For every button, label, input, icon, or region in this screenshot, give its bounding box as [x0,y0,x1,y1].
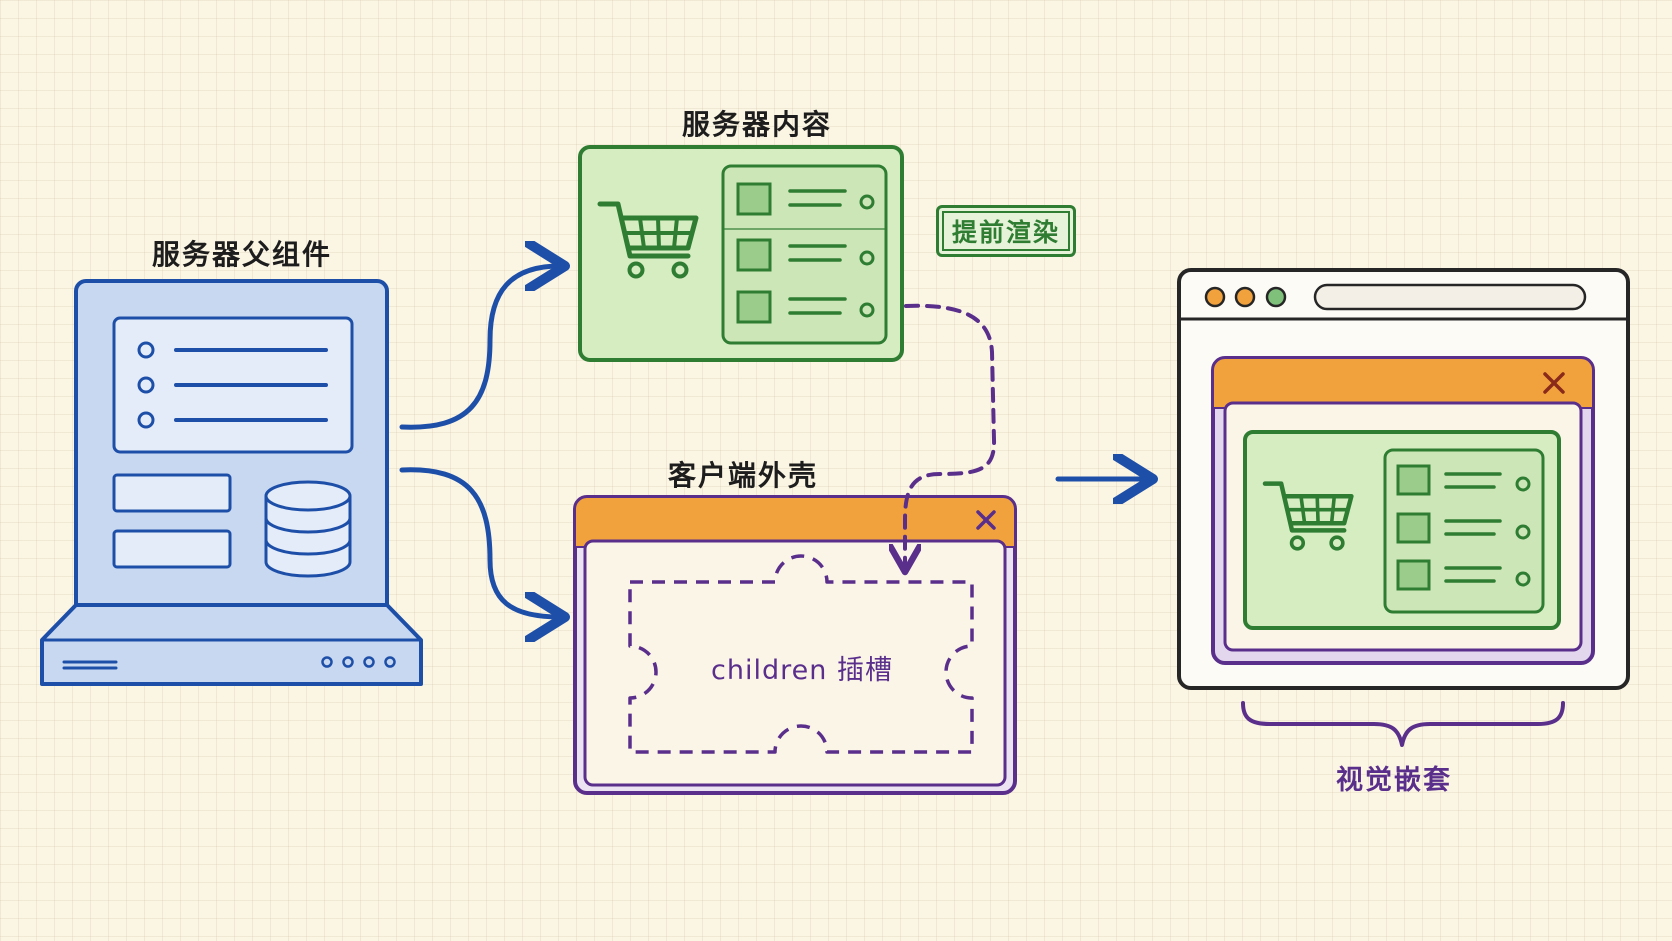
server-content-label: 服务器内容 [681,108,833,141]
arrow-to-client-shell [399,467,560,617]
browser-window-icon [1177,268,1630,690]
shopping-cart-icon [597,201,699,279]
server-content-card [578,145,904,362]
prerender-flow-arrow [905,303,997,568]
children-slot-label: children 插槽 [711,655,893,686]
brace-icon [1241,701,1565,747]
server-parent-label: 服务器父组件 [151,238,333,271]
product-list [721,164,888,345]
arrow-to-server-content [399,266,560,430]
nested-server-content [1243,430,1561,630]
prerender-badge: 提前渲染 [936,205,1076,257]
children-slot [628,554,974,754]
server-base [40,603,423,686]
client-shell-label: 客户端外壳 [667,459,819,492]
close-icon [976,510,996,530]
server-parent-component [40,279,423,686]
server-list-panel [112,316,354,454]
visual-nesting-label: 视觉嵌套 [1336,765,1452,796]
shopping-cart-icon [1262,481,1354,551]
database-icon [264,480,352,578]
client-shell-window [573,495,1017,795]
close-icon [1543,372,1565,394]
